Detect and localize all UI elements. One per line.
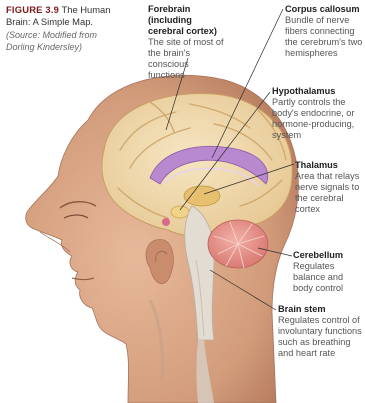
- label-brain-stem: Brain stem Regulates control of involunt…: [278, 304, 362, 359]
- hypothalamus-desc: Partly controls the body's endocrine, or…: [272, 97, 364, 141]
- figure-number: FIGURE 3.9: [6, 4, 59, 15]
- label-corpus-callosum: Corpus callosum Bundle of nerve fibers c…: [285, 4, 363, 59]
- brain-stem-desc: Regulates control of involuntary functio…: [278, 315, 362, 359]
- label-forebrain: Forebrain (including cerebral cortex) Th…: [148, 4, 228, 81]
- hypothalamus-title: Hypothalamus: [272, 86, 364, 97]
- hypothalamus: [171, 206, 189, 218]
- figure-source: (Source: Modified from Dorling Kindersle…: [6, 30, 126, 54]
- cerebellum-desc: Regulates balance and body control: [293, 261, 363, 294]
- label-cerebellum: Cerebellum Regulates balance and body co…: [293, 250, 363, 294]
- thalamus-desc: Area that relays nerve signals to the ce…: [295, 171, 361, 215]
- brain-stem-title: Brain stem: [278, 304, 362, 315]
- cerebellum-title: Cerebellum: [293, 250, 363, 261]
- forebrain-title: Forebrain (including cerebral cortex): [148, 4, 228, 37]
- corpus-callosum-desc: Bundle of nerve fibers connecting the ce…: [285, 15, 363, 59]
- label-hypothalamus: Hypothalamus Partly controls the body's …: [272, 86, 364, 141]
- label-thalamus: Thalamus Area that relays nerve signals …: [295, 160, 361, 215]
- thalamus-title: Thalamus: [295, 160, 361, 171]
- forebrain-desc: The site of most of the brain's consciou…: [148, 37, 228, 81]
- corpus-callosum-title: Corpus callosum: [285, 4, 363, 15]
- figure-caption: FIGURE 3.9 The Human Brain: A Simple Map…: [6, 4, 126, 53]
- thalamus: [184, 186, 220, 206]
